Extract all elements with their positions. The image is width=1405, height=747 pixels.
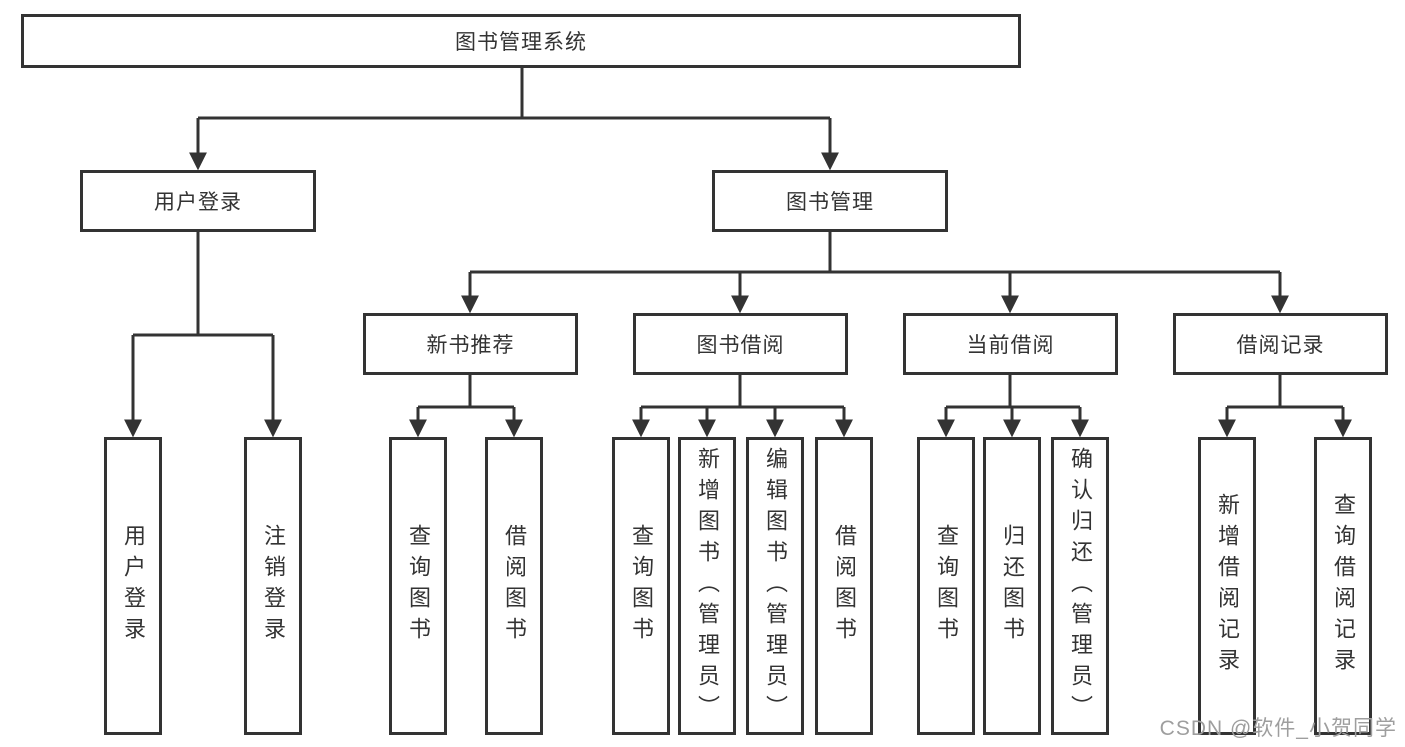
node-leaf-query-books-current: 查询图书 [917, 437, 975, 735]
node-leaf-add-borrow-record: 新增借阅记录 [1198, 437, 1256, 735]
node-leaf-logout: 注销登录 [244, 437, 302, 735]
node-leaf-query-borrow-record: 查询借阅记录 [1314, 437, 1372, 735]
node-leaf-confirm-return-admin: 确认归还（管理员） [1051, 437, 1109, 735]
node-label: 图书管理系统 [455, 31, 587, 54]
node-label: 借阅记录 [1236, 334, 1325, 357]
node-borrowing-records: 借阅记录 [1173, 313, 1388, 375]
node-leaf-borrow-books-recommend: 借阅图书 [485, 437, 543, 735]
watermark: CSDN @软件_小贺同学 [1159, 717, 1397, 740]
node-book-borrowing: 图书借阅 [633, 313, 848, 375]
node-label: 当前借阅 [966, 334, 1055, 357]
node-label: 新书推荐 [426, 334, 515, 357]
node-label: 图书管理 [786, 191, 874, 214]
node-label: 编辑图书（管理员） [763, 446, 788, 726]
node-leaf-return-books: 归还图书 [983, 437, 1041, 735]
node-label: 新增图书（管理员） [695, 446, 720, 726]
node-label: 借阅图书 [502, 524, 527, 648]
node-label: 用户登录 [154, 191, 242, 214]
node-label: 确认归还（管理员） [1068, 446, 1093, 726]
node-label: 查询图书 [629, 524, 654, 648]
node-leaf-add-books-admin: 新增图书（管理员） [678, 437, 736, 735]
node-new-book-recommendation: 新书推荐 [363, 313, 578, 375]
node-label: 查询图书 [934, 524, 959, 648]
node-leaf-query-books-recommend: 查询图书 [389, 437, 447, 735]
node-library-management-system: 图书管理系统 [21, 14, 1021, 68]
node-label: 新增借阅记录 [1215, 493, 1240, 679]
node-label: 用户登录 [121, 524, 146, 648]
node-label: 借阅图书 [832, 524, 857, 648]
node-label: 归还图书 [1000, 524, 1025, 648]
node-user-login: 用户登录 [80, 170, 316, 232]
node-current-borrowing: 当前借阅 [903, 313, 1118, 375]
node-leaf-edit-books-admin: 编辑图书（管理员） [746, 437, 804, 735]
node-label: 注销登录 [261, 524, 286, 648]
node-label: 图书借阅 [696, 334, 785, 357]
node-leaf-query-books-borrow: 查询图书 [612, 437, 670, 735]
node-label: 查询图书 [406, 524, 431, 648]
node-book-management: 图书管理 [712, 170, 948, 232]
node-leaf-user-login: 用户登录 [104, 437, 162, 735]
node-label: 查询借阅记录 [1331, 493, 1356, 679]
node-leaf-borrow-books: 借阅图书 [815, 437, 873, 735]
